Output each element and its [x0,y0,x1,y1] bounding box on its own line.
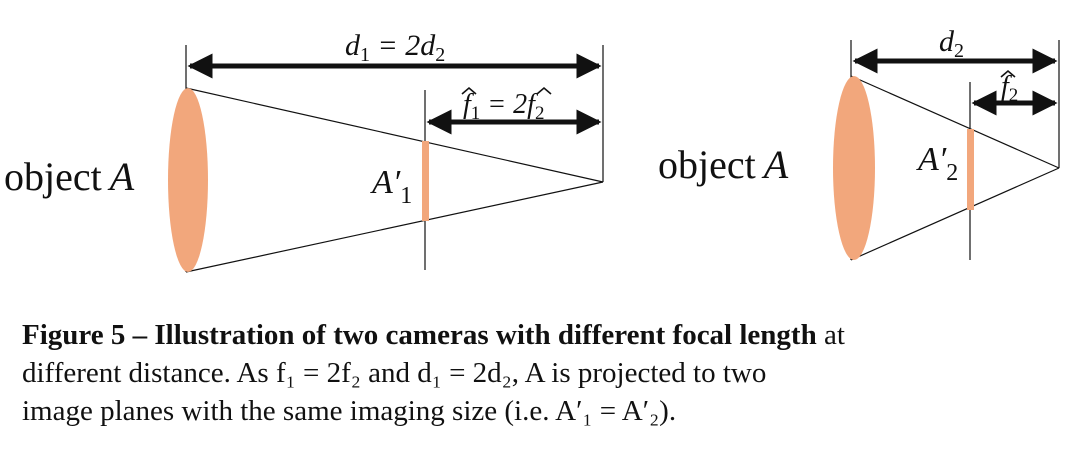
right-projection-bottom [850,167,1060,261]
left-image-label: A′1 [370,164,412,209]
right-image-bar [967,129,974,210]
left-image-bar [422,141,429,221]
right-projection-top [850,75,1060,169]
left-focal-hat-1 [461,86,477,95]
caption-line-1: Figure 5 – Illustration of two cameras w… [22,316,1062,354]
caption-lead: Figure 5 – Illustration of two cameras w… [22,319,817,351]
right-focal-hat [1000,69,1016,78]
left-projection-bottom [185,181,604,273]
right-object-ellipse [833,76,875,260]
caption-line-2: different distance. As f₁ = 2f₂ and d₁ =… [22,357,767,389]
right-distance-label: d2 [939,25,964,62]
caption-line-3: image planes with the same imaging size … [22,395,677,427]
left-projection-top [185,87,604,183]
left-distance-label: d1 = 2d2 [345,29,445,66]
right-image-label: A′2 [916,141,958,186]
right-focal-label: f2 [1001,71,1018,106]
left-focal-hat-2 [536,86,552,95]
left-object-ellipse [168,88,208,272]
caption-line-1-rest: at [816,319,845,351]
left-focal-label: f1 = 2f2 [463,89,544,124]
figure-caption: Figure 5 – Illustration of two cameras w… [22,316,1062,430]
